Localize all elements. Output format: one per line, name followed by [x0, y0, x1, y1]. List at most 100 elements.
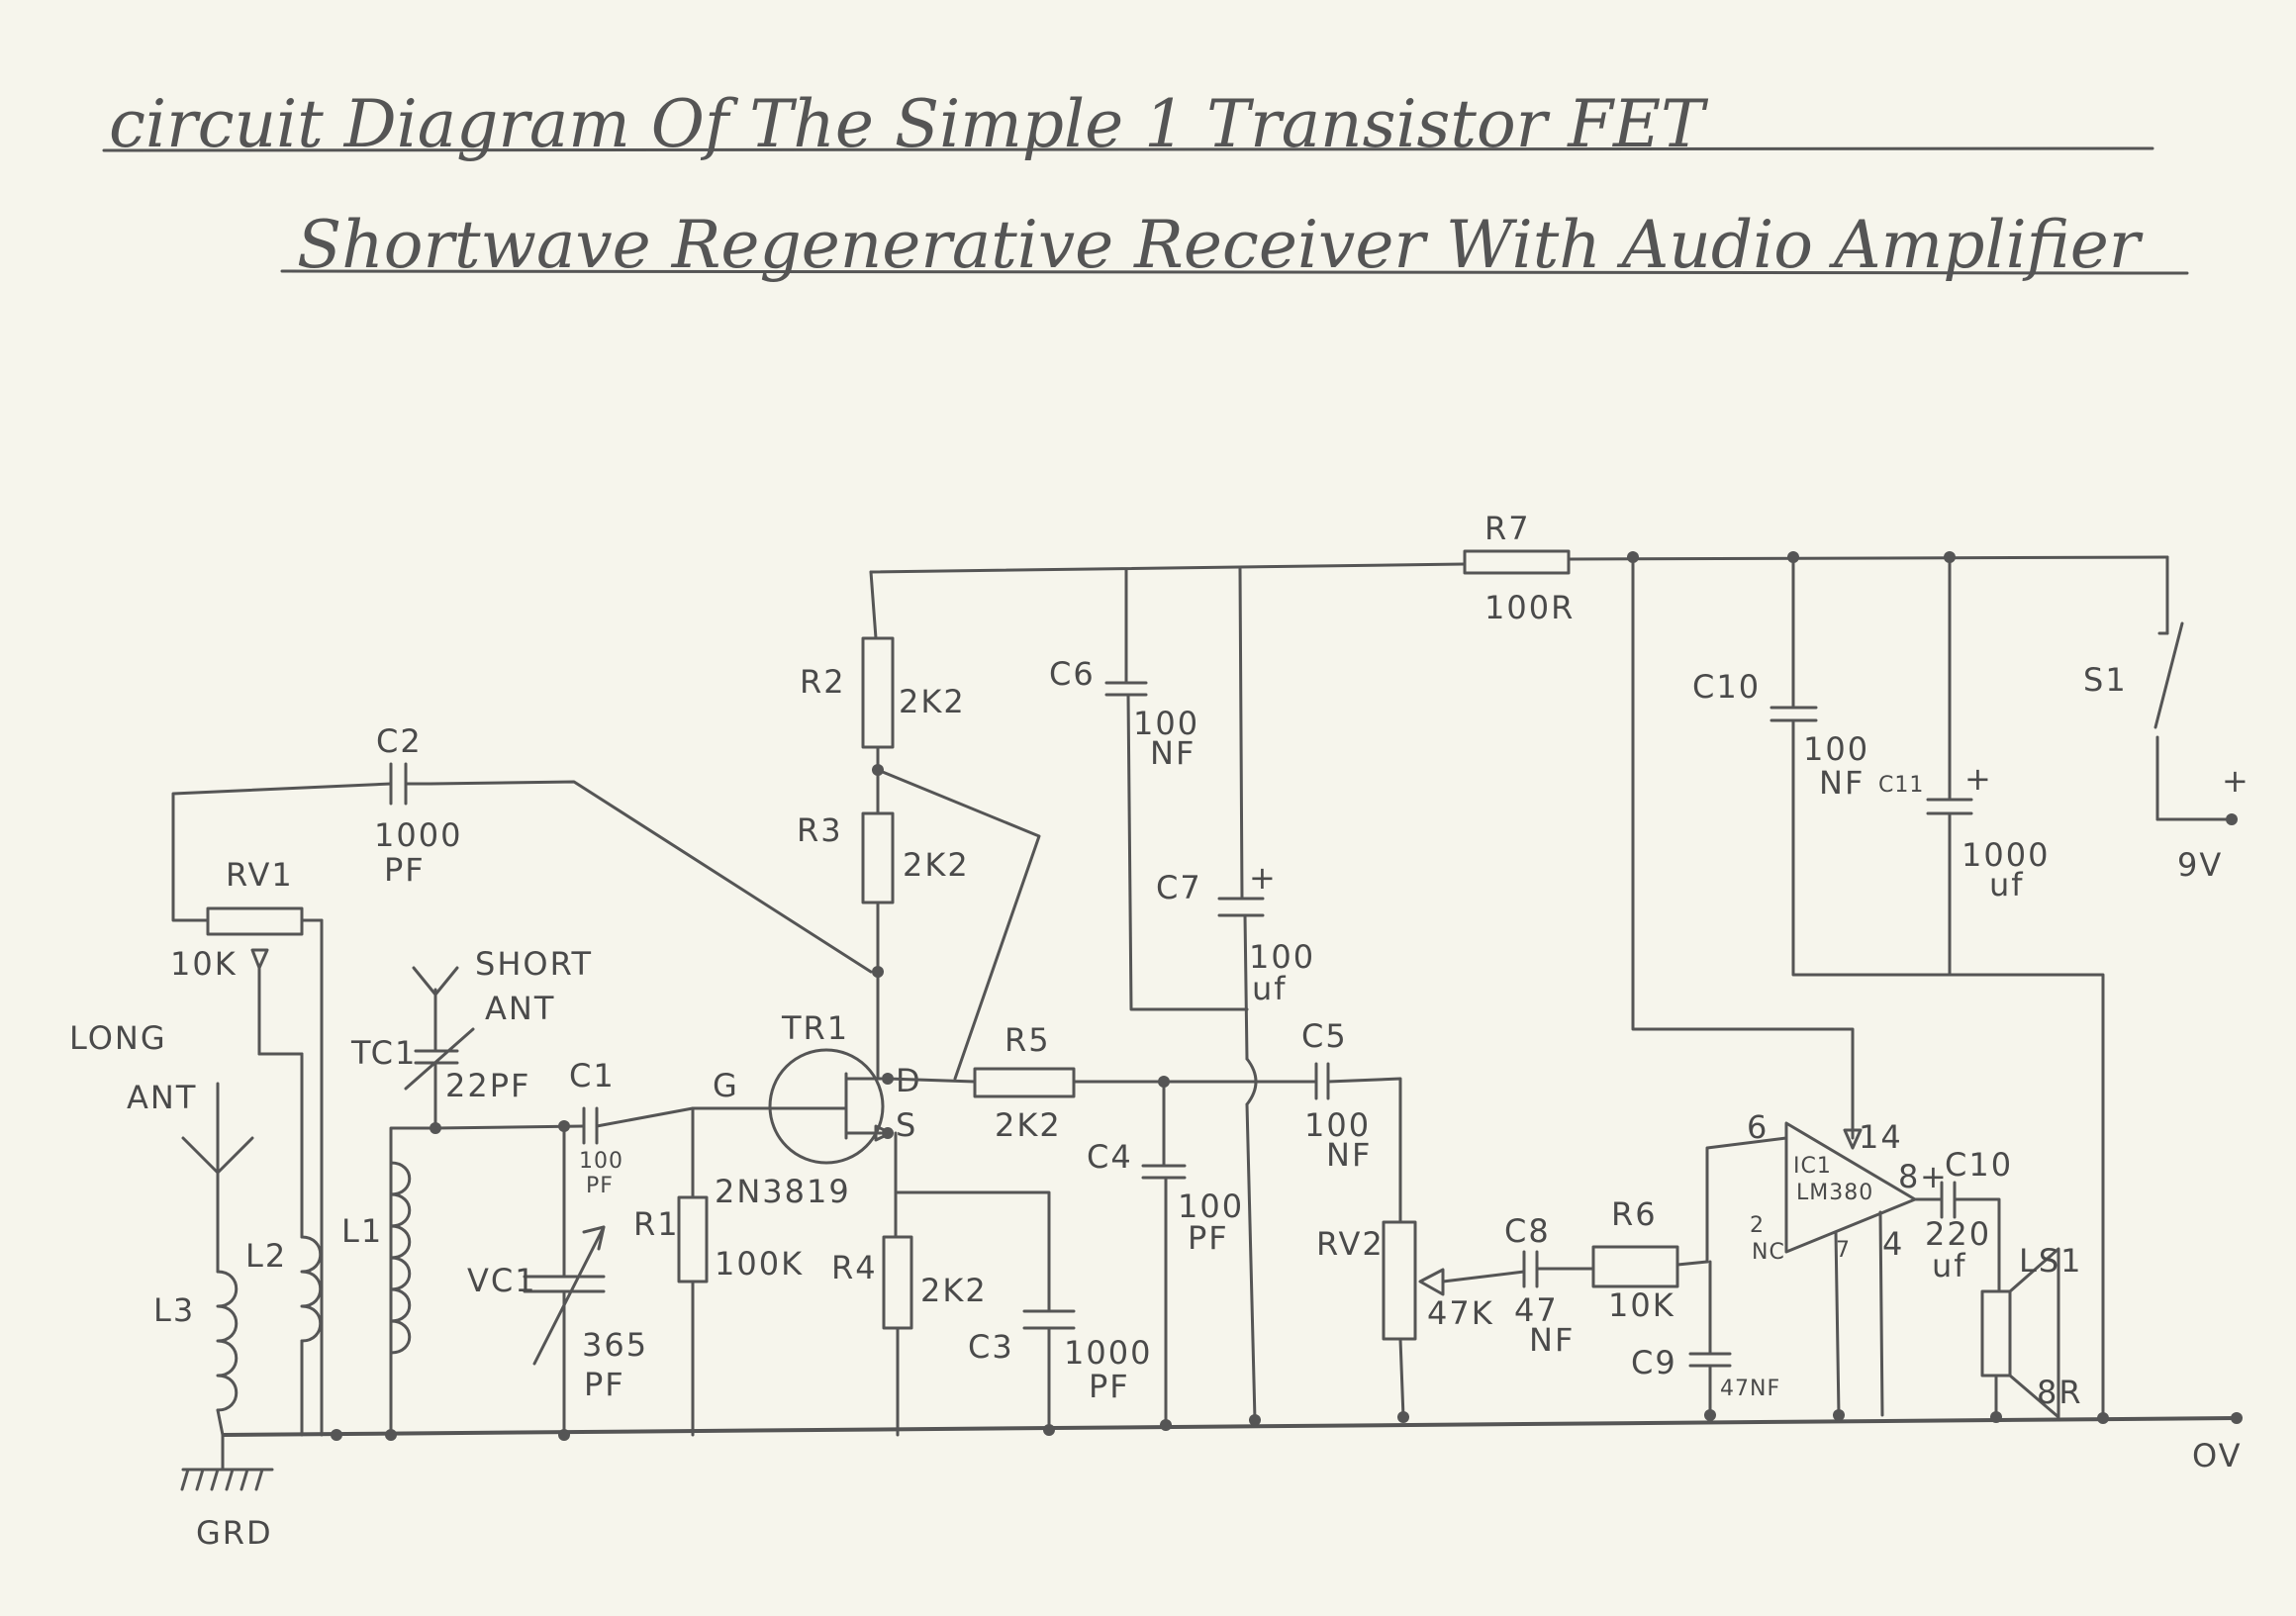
tc1-value: 22PF [445, 1067, 530, 1104]
c6-value-2: NF [1150, 734, 1196, 772]
ic1-name-2: LM380 [1796, 1181, 1873, 1205]
ls1-label: LS1 [2019, 1242, 2083, 1280]
resistor-r7 [1463, 549, 1571, 575]
long-ant-label-1: LONG [69, 1019, 167, 1057]
potentiometer-rv1 [206, 906, 324, 1437]
capacitor-c10-top [1770, 555, 2105, 1420]
resistor-r5 [973, 1067, 1076, 1098]
c8-value-2: NF [1529, 1321, 1575, 1359]
resistor-r3 [861, 811, 895, 904]
potentiometer-rv2 [1382, 1220, 1526, 1419]
c5-value-2: NF [1326, 1136, 1372, 1174]
r3-value: 2K2 [903, 846, 970, 884]
c7-label: C7 [1156, 869, 1202, 906]
capacitor-c9 [1688, 1260, 1732, 1417]
tr1-pin-g: G [713, 1067, 739, 1104]
wire-c2-right [429, 780, 873, 974]
c1-value-2: PF [586, 1174, 614, 1198]
resistor-r1 [677, 1106, 709, 1437]
ground-rail [180, 1412, 2243, 1491]
c2-label: C2 [376, 722, 423, 760]
ic1-pin-6: 6 [1747, 1108, 1769, 1146]
c8-label: C8 [1504, 1212, 1551, 1250]
r4-value: 2K2 [920, 1272, 988, 1309]
vc1-label: VC1 [467, 1262, 537, 1299]
ic1-pin-7: 7 [1836, 1238, 1851, 1263]
c3-value-2: PF [1089, 1368, 1130, 1405]
c6-value-1: 100 [1133, 705, 1199, 742]
capacitor-c2 [389, 762, 432, 806]
r1-label: R1 [633, 1205, 680, 1243]
tc1-label: TC1 [350, 1034, 417, 1072]
vc1-value-2: PF [584, 1366, 625, 1403]
capacitor-c11 [1926, 555, 1973, 977]
c9-label: C9 [1631, 1344, 1677, 1381]
title-underline-2 [280, 269, 2189, 275]
c5-value-1: 100 [1304, 1106, 1371, 1144]
c2-value-2: PF [384, 851, 426, 889]
wire-ic-supply [1631, 555, 1855, 1140]
ic1-pin-8: 8 [1898, 1158, 1920, 1195]
resistor-r2 [861, 636, 895, 749]
wire-c2-left [171, 782, 393, 922]
capacitor-c5 [1250, 1062, 1402, 1224]
c2-value-1: 1000 [374, 816, 462, 854]
r2-value: 2K2 [899, 683, 966, 720]
zero-volt-label: OV [2192, 1437, 2243, 1474]
r4-label: R4 [831, 1249, 878, 1286]
c1-value-1: 100 [579, 1149, 623, 1174]
inductor-l1 [389, 1126, 437, 1437]
vc1-value-1: 365 [582, 1326, 648, 1364]
variable-capacitor-vc1 [523, 1124, 606, 1437]
ic1-pin-nc: NC [1752, 1240, 1785, 1265]
speaker-ls1 [1980, 1247, 2060, 1419]
short-ant-label-2: ANT [485, 990, 555, 1027]
c4-value-1: 100 [1178, 1188, 1244, 1225]
c4-label: C4 [1087, 1138, 1133, 1176]
c11-value-2: uf [1989, 866, 2025, 903]
ls1-value: 8R [2037, 1374, 2083, 1411]
c10-out-label: C10 [1945, 1146, 2013, 1184]
wire-feedback [876, 768, 1041, 1081]
inductor-l2 [257, 1052, 323, 1437]
c10-top-value-1: 100 [1803, 730, 1869, 768]
s1-label: S1 [2083, 661, 2128, 699]
tr1-part: 2N3819 [715, 1173, 851, 1210]
tr1-pin-s: S [896, 1106, 917, 1144]
wire-drain-r5 [886, 1077, 977, 1084]
c7-value-2: uf [1252, 970, 1288, 1007]
c10-out-value-1: 220 [1925, 1215, 1991, 1253]
c10-top-label: C10 [1692, 668, 1761, 706]
resistor-r6 [1591, 1245, 1709, 1288]
capacitor-c10-out [1913, 1181, 2001, 1293]
wire-r2-top [869, 570, 878, 640]
c10-top-value-2: NF [1819, 764, 1865, 802]
c6-label: C6 [1049, 655, 1096, 693]
capacitor-c6 [1104, 567, 1249, 1011]
long-antenna [181, 1082, 254, 1274]
tr1-label: TR1 [781, 1009, 849, 1047]
wire-ic-input [1705, 1136, 1788, 1264]
r1-value: 100K [715, 1245, 804, 1283]
r5-value: 2K2 [995, 1106, 1062, 1144]
supply-9v: 9V [2177, 846, 2223, 884]
c9-value: 47NF [1720, 1377, 1780, 1401]
short-ant-label-1: SHORT [475, 945, 593, 983]
ic1-pin-14: 14 [1859, 1118, 1903, 1156]
capacitor-c8 [1522, 1250, 1595, 1288]
c10-out-value-2: uf [1932, 1247, 1967, 1284]
ic1-pin-2: 2 [1750, 1213, 1765, 1238]
switch-s1 [2153, 555, 2234, 821]
capacitor-c4 [1141, 1080, 1187, 1427]
ic1-pin-4: 4 [1882, 1225, 1904, 1263]
rv1-value: 10K [170, 945, 238, 983]
c3-label: C3 [968, 1328, 1014, 1366]
c1-label: C1 [569, 1057, 616, 1094]
resistor-r4 [882, 1190, 913, 1437]
inductor-l3 [216, 1270, 239, 1437]
c4-value-2: PF [1188, 1219, 1229, 1257]
short-antenna [404, 966, 475, 1130]
wire-source [894, 1131, 1051, 1313]
rv2-value: 47K [1427, 1294, 1494, 1332]
